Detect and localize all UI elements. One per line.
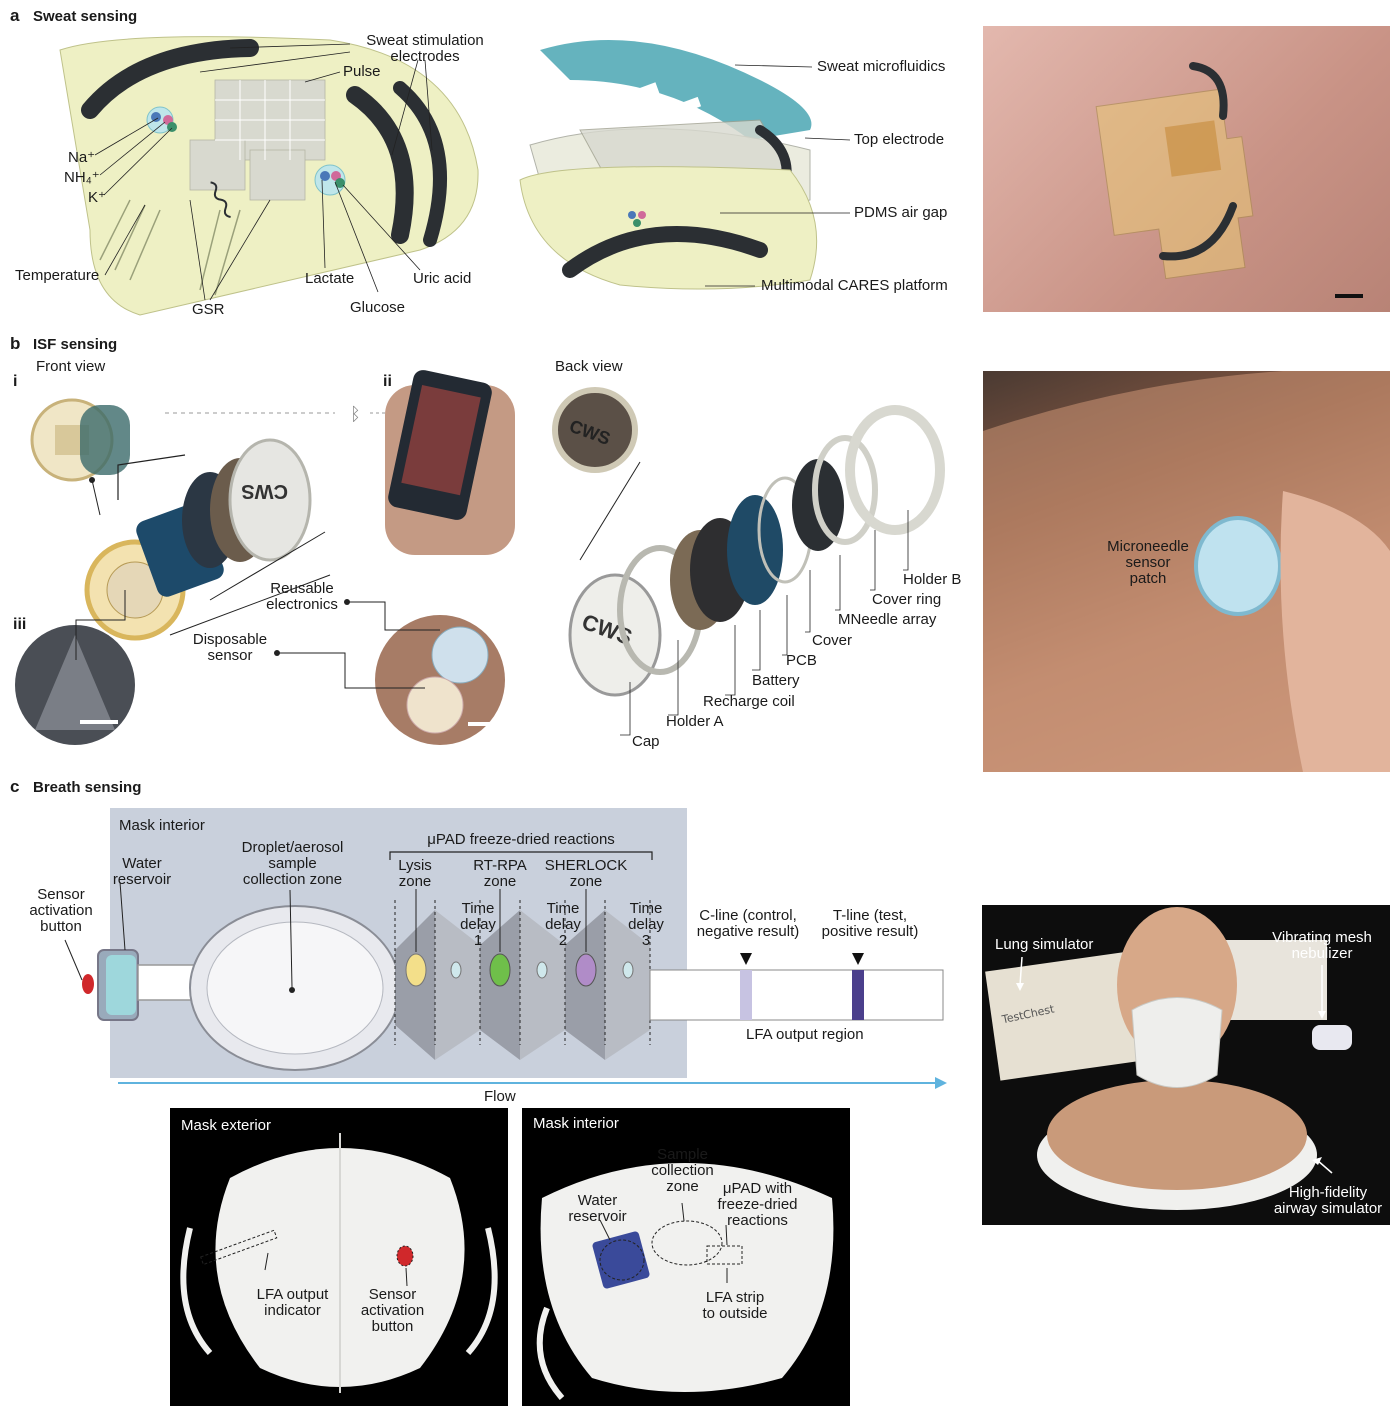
isf-device-illustration: ᛒ CWS: [0, 380, 530, 760]
pdms-air-gap-label: PDMS air gap: [854, 205, 947, 221]
nh4-label: NH₄⁺: [64, 170, 100, 186]
svg-text:CWS: CWS: [241, 480, 288, 502]
cover-label: Cover: [812, 633, 852, 649]
pcb-label: PCB: [786, 653, 817, 669]
mneedle-array-label: MNeedle array: [838, 612, 936, 628]
temperature-label: Temperature: [15, 268, 99, 284]
mask-exterior-photo: [170, 1108, 508, 1406]
front-view-label: Front view: [36, 359, 105, 375]
k-label: K⁺: [88, 190, 106, 206]
na-label: Na⁺: [68, 150, 95, 166]
skin-patch-photo: [983, 26, 1390, 312]
t-line-label: T-line (test,positive result): [810, 908, 930, 940]
recharge-coil-label: Recharge coil: [703, 694, 795, 710]
c-line-label: C-line (control,negative result): [688, 908, 808, 940]
uric-acid-label: Uric acid: [413, 271, 471, 287]
gsr-label: GSR: [192, 302, 225, 318]
glucose-label: Glucose: [350, 300, 405, 316]
lfa-output-region-label: LFA output region: [746, 1027, 864, 1043]
flow-label: Flow: [484, 1089, 516, 1105]
holder-b-label: Holder B: [903, 572, 961, 588]
panel-c-letter: c: [10, 777, 19, 797]
holder-a-label: Holder A: [666, 714, 724, 730]
lactate-label: Lactate: [305, 271, 354, 287]
panel-b-title: ISF sensing: [33, 336, 117, 353]
lung-simulator-label: Lung simulator: [995, 937, 1093, 953]
multimodal-platform-label: Multimodal CARES platform: [761, 278, 948, 294]
upad-label: μPAD freeze-dried reactions: [390, 832, 652, 848]
svg-text:ᛒ: ᛒ: [350, 404, 361, 425]
pulse-label: Pulse: [343, 64, 381, 80]
battery-label: Battery: [752, 673, 800, 689]
panel-b-letter: b: [10, 334, 20, 354]
exploded-layers-illustration: [520, 20, 810, 310]
mask-interior-photo-title: Mask interior: [533, 1116, 619, 1132]
panel-c-title: Breath sensing: [33, 779, 141, 796]
mask-exterior-title: Mask exterior: [181, 1118, 271, 1134]
top-electrode-label: Top electrode: [854, 132, 944, 148]
cap-label: Cap: [632, 734, 660, 750]
sweat-microfluidics-label: Sweat microfluidics: [817, 59, 945, 75]
cover-ring-label: Cover ring: [872, 592, 941, 608]
